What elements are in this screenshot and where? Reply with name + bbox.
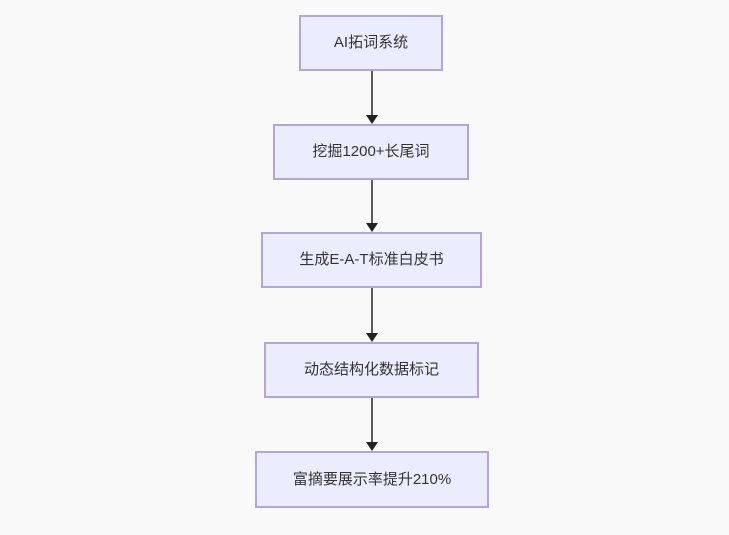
flowchart-node-longtail-mining: 挖掘1200+长尾词 [273, 124, 469, 180]
flowchart-node-rich-snippet-result: 富摘要展示率提升210% [255, 451, 489, 508]
flow-arrow-down-2 [365, 180, 378, 232]
arrowhead-down-icon [365, 115, 378, 124]
node-label: 生成E-A-T标准白皮书 [299, 251, 444, 268]
flow-arrow-down-4 [365, 398, 378, 451]
node-label: 挖掘1200+长尾词 [312, 143, 430, 160]
flowchart-node-structured-data-markup: 动态结构化数据标记 [264, 342, 479, 398]
arrow-shaft [370, 288, 373, 333]
flow-arrow-down-1 [365, 71, 378, 124]
node-label: 富摘要展示率提升210% [292, 470, 452, 488]
arrowhead-down-icon [365, 223, 378, 232]
arrowhead-down-icon [365, 333, 378, 342]
arrowhead-down-icon [365, 442, 378, 451]
arrow-shaft [370, 180, 373, 223]
node-label: 动态结构化数据标记 [303, 361, 439, 378]
flow-arrow-down-3 [365, 288, 378, 342]
arrow-shaft [370, 71, 373, 115]
arrow-shaft [370, 398, 373, 442]
flowchart-node-eat-whitepaper: 生成E-A-T标准白皮书 [261, 232, 482, 288]
flowchart-node-ai-word-expansion: AI拓词系统 [299, 15, 443, 71]
node-label: AI拓词系统 [333, 34, 409, 51]
